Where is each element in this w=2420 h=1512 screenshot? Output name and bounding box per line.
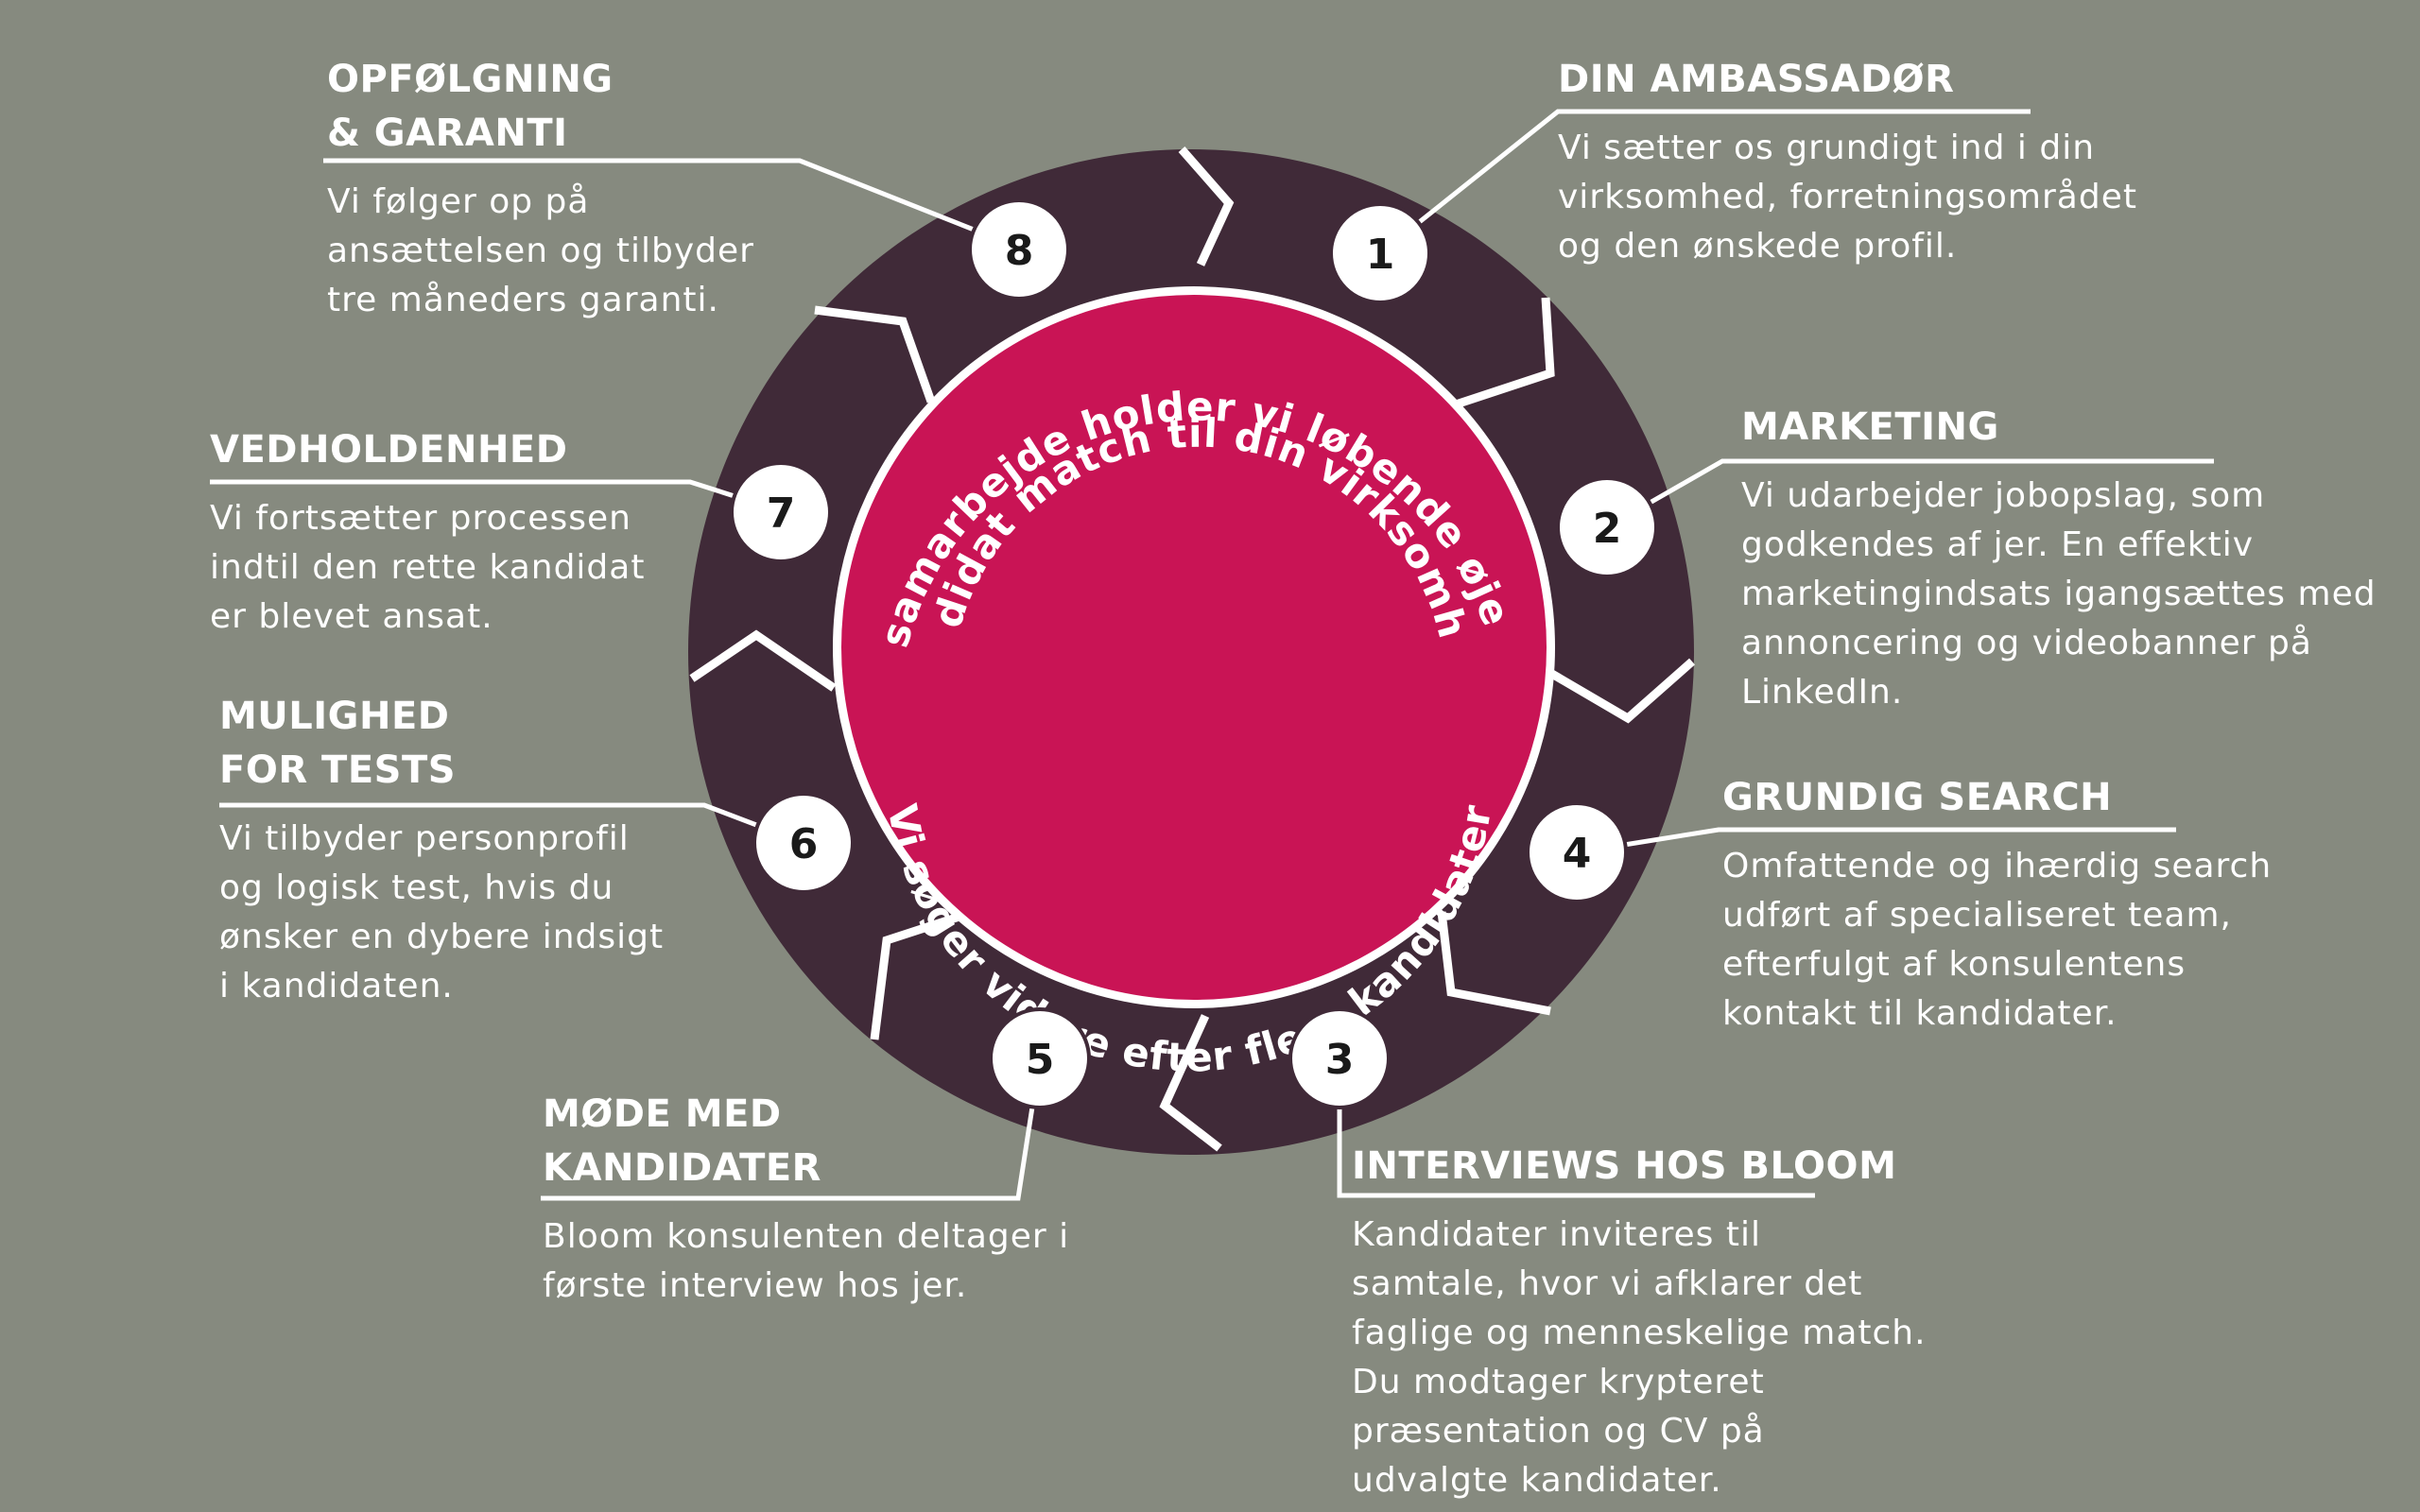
leader-line-1 [1378,109,2031,255]
step-5-title: MØDE MED KANDIDATER [543,1092,821,1190]
badge-6-number: 6 [789,820,819,868]
step-6-title: MULIGHED FOR TESTS [219,695,457,792]
step-3-description: Kandidater inviteres til samtale, hvor v… [1352,1215,1927,1500]
step-1: DIN AMBASSADØR Vi sætter os grundigt ind… [1558,53,2137,271]
badge-4: 4 [1526,801,1628,903]
step-8-description: Vi følger op på ansættelsen og tilbyder … [327,182,754,319]
ring-divider [870,907,976,1040]
step-8-title: OPFØLGNING & GARANTI [327,58,614,155]
step-7: VEDHOLDENHED Vi fortsætter processen ind… [210,423,645,642]
step-6-description: Vi tilbyder personprofil og logisk test,… [219,819,665,1005]
step-4: GRUNDIG SEARCH Omfattende og ihærdig sea… [1722,771,2272,1039]
badge-1: 1 [1329,202,1431,304]
leader-line-8 [323,158,1020,250]
badge-2-number: 2 [1593,505,1622,553]
step-8: OPFØLGNING & GARANTI Vi følger op på ans… [327,53,754,325]
badge-5: 5 [989,1007,1091,1109]
badge-3-number: 3 [1325,1036,1355,1084]
step-2-title: MARKETING [1741,405,1999,449]
ring-divider [1437,911,1551,1016]
ring-divider [814,305,936,404]
badge-7: 7 [730,461,832,563]
ring-divider [689,629,837,692]
step-3-title: INTERVIEWS HOS BLOOM [1352,1144,1897,1188]
badge-8: 8 [968,198,1070,301]
ring-divider [1454,297,1555,409]
step-6: MULIGHED FOR TESTS Vi tilbyder personpro… [219,690,664,1011]
center-circle [841,295,1547,1000]
step-2-description: Vi udarbejder jobopslag, som godkendes a… [1741,476,2377,712]
badge-4-number: 4 [1563,830,1592,878]
badge-5-number: 5 [1026,1036,1055,1084]
ring-divider [1159,1014,1222,1152]
step-7-title: VEDHOLDENHED [210,428,568,472]
ring-divider [1547,658,1695,724]
badge-2: 2 [1556,476,1658,578]
badge-7-number: 7 [767,490,796,538]
step-3: INTERVIEWS HOS BLOOM Kandidater invitere… [1352,1140,1927,1505]
badge-1-number: 1 [1366,231,1395,279]
badge-3: 3 [1288,1007,1391,1109]
step-7-description: Vi fortsætter processen indtil den rette… [210,499,646,636]
step-1-title: DIN AMBASSADØR [1558,58,1955,101]
ring-divider [1178,146,1235,266]
step-2: MARKETING Vi udarbejder jobopslag, som g… [1741,401,2377,717]
step-5: MØDE MED KANDIDATER Bloom konsulenten de… [543,1088,1069,1311]
badge-6: 6 [752,792,855,894]
step-1-description: Vi sætter os grundigt ind i din virksomh… [1558,129,2137,266]
step-5-description: Bloom konsulenten deltager i første inte… [543,1217,1070,1305]
step-4-description: Omfattende og ihærdig search udført af s… [1722,847,2273,1033]
badge-8-number: 8 [1005,227,1034,275]
ring-dividers [689,146,1695,1152]
step-4-title: GRUNDIG SEARCH [1722,776,2113,819]
